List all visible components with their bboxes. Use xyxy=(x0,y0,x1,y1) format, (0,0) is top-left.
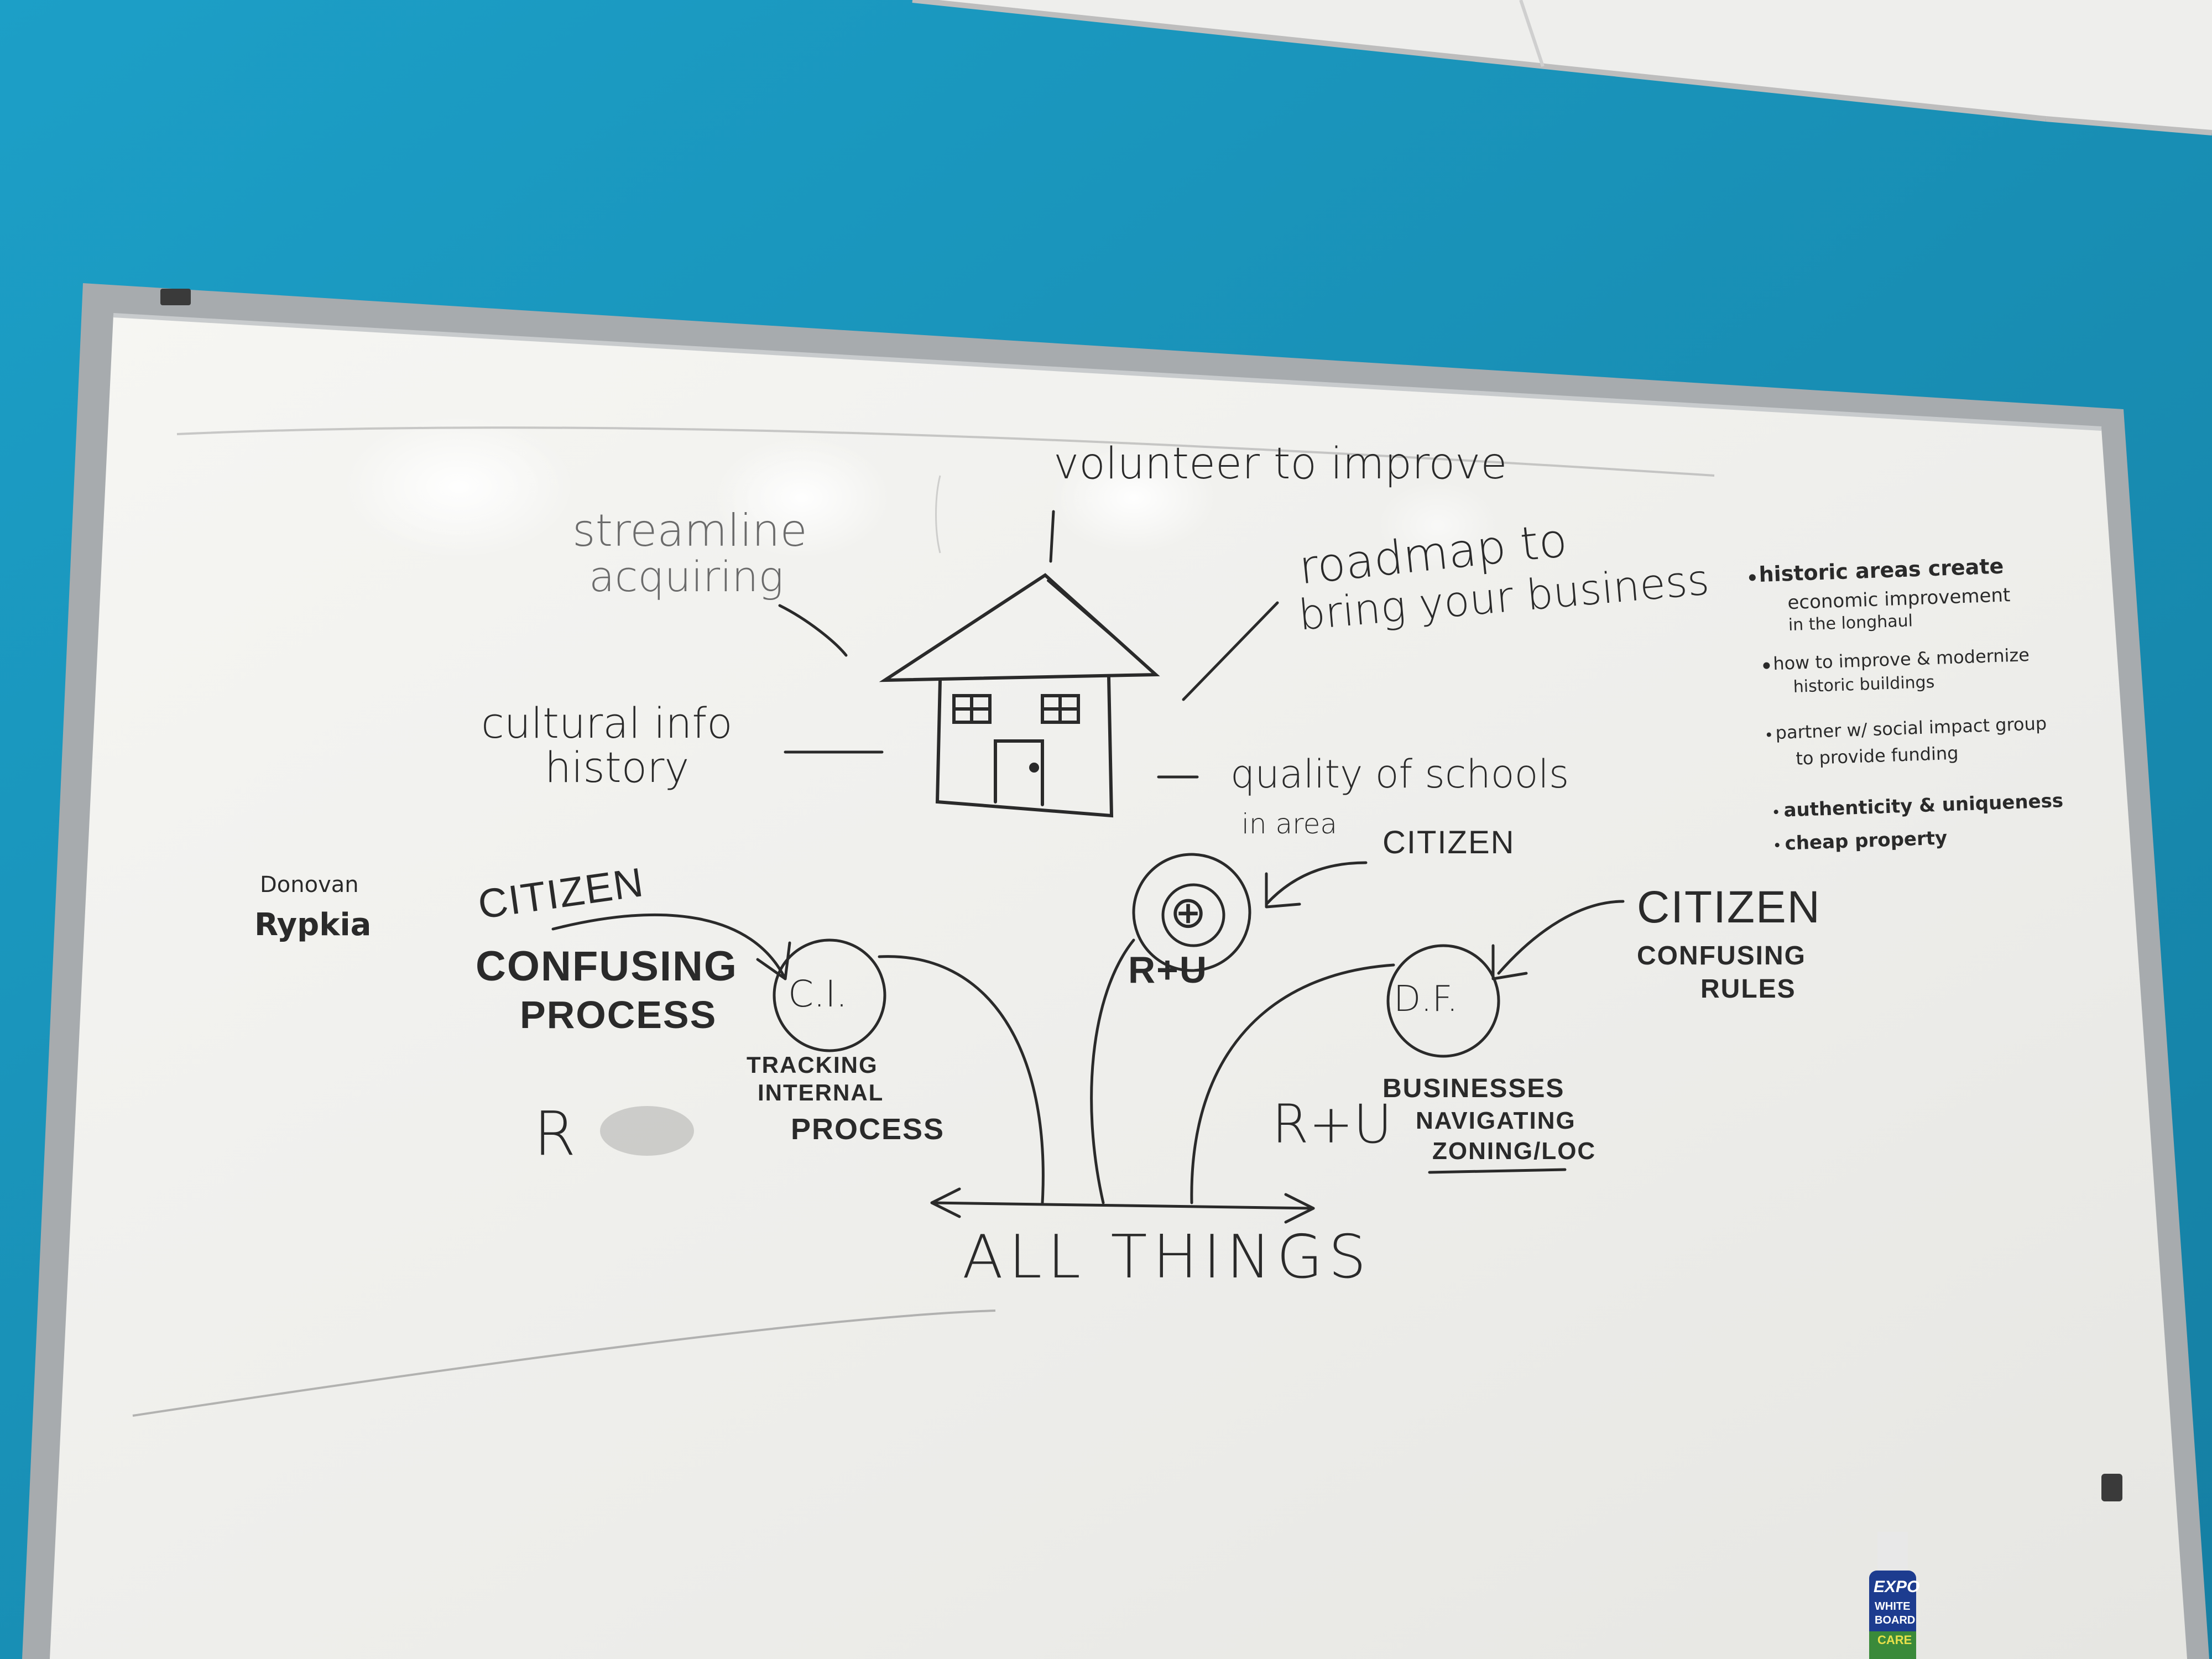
volunteer-to-improve: volunteer to improve xyxy=(1053,439,1507,489)
acquiring-line: acquiring xyxy=(589,552,784,601)
right-citizen: CITIZEN xyxy=(1637,882,1821,932)
house-drawing xyxy=(879,573,1160,818)
bullet-2-b: historic buildings xyxy=(1793,672,1935,697)
business-3: ZONING/LOC xyxy=(1432,1138,1597,1165)
frame-clip xyxy=(160,289,191,305)
ci-caption-1: TRACKING xyxy=(747,1052,878,1078)
df-node-label: D.F. xyxy=(1394,979,1458,1020)
df-node-circle xyxy=(1386,944,1500,1058)
business-2: NAVIGATING xyxy=(1416,1107,1576,1134)
bottle-line-3: CARE xyxy=(1877,1633,1912,1647)
center-node-symbol: ⊕ xyxy=(1170,886,1207,938)
bottle-line-2: BOARD xyxy=(1875,1614,1916,1626)
center-citizen: CITIZEN xyxy=(1383,825,1515,860)
bottle-brand: EXPO xyxy=(1874,1578,1920,1596)
arrows xyxy=(551,861,1625,1224)
ci-node-label: C.I. xyxy=(788,973,848,1015)
ci-node-circle xyxy=(773,938,886,1052)
right-rules: RULES xyxy=(1700,974,1796,1004)
center-node-circle xyxy=(1132,853,1251,972)
cultural-info-line: cultural info xyxy=(481,698,733,748)
eraser-smudge xyxy=(600,1106,694,1156)
quality-schools-line: quality of schools xyxy=(1230,752,1569,797)
ci-caption-3: PROCESS xyxy=(791,1113,945,1146)
right-confusing: CONFUSING xyxy=(1637,941,1806,971)
history-line: history xyxy=(545,743,690,792)
bullet-5: cheap property xyxy=(1784,827,1948,855)
board-magnet xyxy=(2101,1474,2122,1501)
bottle-line-1: WHITE xyxy=(1875,1600,1911,1613)
all-things: ALL THINGS xyxy=(962,1223,1372,1292)
business-1: BUSINESSES xyxy=(1383,1074,1565,1103)
name-first: Donovan xyxy=(260,872,359,898)
node-circles xyxy=(773,853,1500,1058)
bullet-1-c: in the longhaul xyxy=(1788,611,1913,635)
ci-caption-2: INTERNAL xyxy=(758,1079,884,1105)
expo-cleaner-bottle xyxy=(1869,1532,1916,1659)
house-connectors xyxy=(778,510,1279,779)
name-last: Rypkia xyxy=(254,907,372,943)
bottom-ru: R+U xyxy=(1272,1093,1392,1155)
left-confusing: CONFUSING xyxy=(476,943,738,990)
center-ru: R+U xyxy=(1128,949,1208,991)
erased-r: R xyxy=(534,1098,576,1169)
whiteboard-surface xyxy=(50,315,2187,1659)
bullet-3-b: to provide funding xyxy=(1795,742,1959,769)
in-area-line: in area xyxy=(1241,808,1337,840)
left-process: PROCESS xyxy=(520,993,717,1036)
streamline-line: streamline xyxy=(572,505,807,556)
